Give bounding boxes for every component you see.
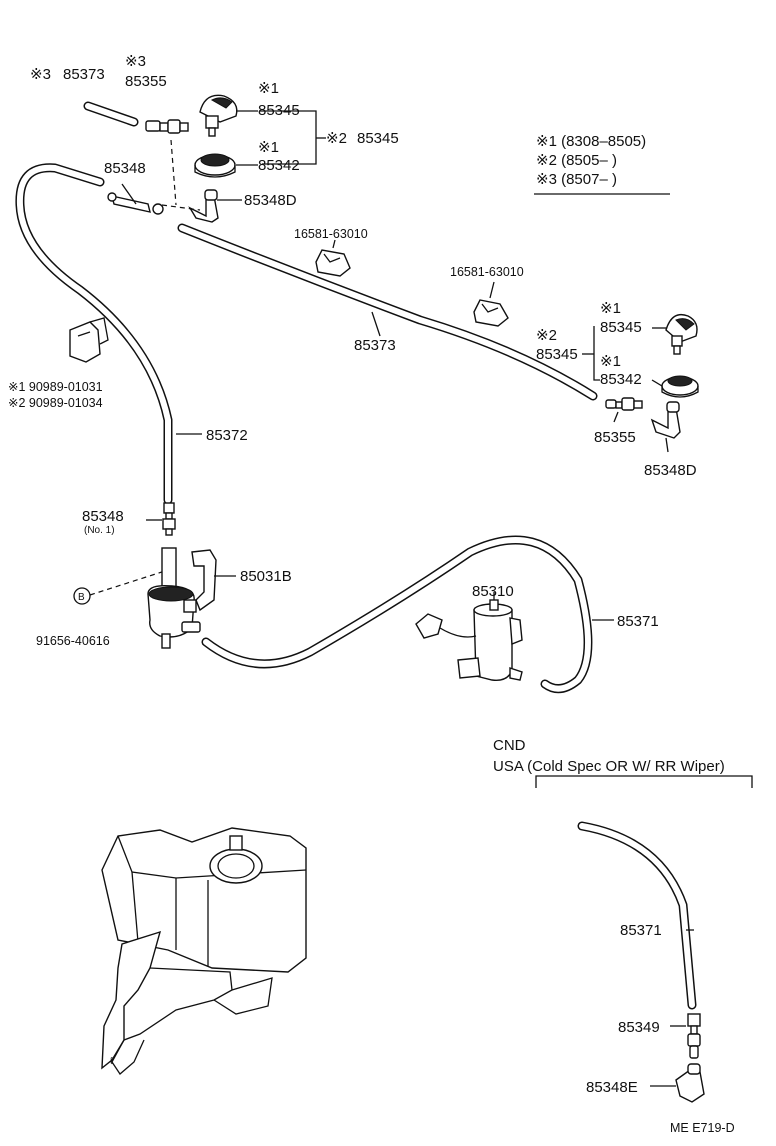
label-85373-top: 85373 xyxy=(63,66,105,83)
note3-connector: ※3 xyxy=(125,53,146,70)
legend-note-1: ※1 (8308–8505) xyxy=(536,133,646,150)
joint-85349 xyxy=(687,1013,701,1059)
elbow-85348d-right xyxy=(650,401,681,439)
note1-nozzle-right: ※1 xyxy=(600,300,621,317)
legend-note-3: ※3 (8507– ) xyxy=(536,171,617,188)
label-85348d-top: 85348D xyxy=(244,192,297,209)
label-85348-lower: 85348 xyxy=(82,508,124,525)
label-85372: 85372 xyxy=(206,427,248,444)
note3-hose: ※3 xyxy=(30,66,51,83)
hose-85372 xyxy=(15,163,173,505)
note2-group-right: ※2 xyxy=(536,327,557,344)
hose-85373-short xyxy=(83,101,139,127)
connector-85355-top xyxy=(145,119,189,134)
nozzle-85342-right xyxy=(661,375,699,398)
hose-85371 xyxy=(201,535,593,694)
label-85342-top: 85342 xyxy=(258,157,300,174)
note1-cap-right: ※1 xyxy=(600,353,621,370)
clamp-16581-63010-1 xyxy=(315,249,351,277)
label-bolt-b: B xyxy=(78,592,85,603)
label-85348-lower-note: (No. 1) xyxy=(84,525,115,536)
label-85345-top: 85345 xyxy=(258,102,300,119)
joint-85348-top xyxy=(107,192,164,215)
svg-text:ℓ: ℓ xyxy=(110,1056,114,1067)
hose-85371-variant xyxy=(577,821,697,1010)
label-85371: 85371 xyxy=(617,613,659,630)
washer-tank: ℓ xyxy=(101,827,307,1075)
nozzle-85345-right xyxy=(665,313,698,355)
label-85348d-right: 85348D xyxy=(644,462,697,479)
check-valve-85031b xyxy=(147,547,217,649)
label-85310: 85310 xyxy=(472,583,514,600)
label-85373-main: 85373 xyxy=(354,337,396,354)
label-bracket-2: ※2 90989-01034 xyxy=(8,396,103,410)
label-85345-group-top: 85345 xyxy=(357,130,399,147)
wire-bracket-90989 xyxy=(69,317,109,363)
note1-nozzle-top: ※1 xyxy=(258,80,279,97)
nozzle-85342-top xyxy=(194,153,236,178)
label-85355-right: 85355 xyxy=(594,429,636,446)
label-85371-variant: 85371 xyxy=(620,922,662,939)
note2-group-top: ※2 xyxy=(326,130,347,147)
label-91656-40616: 91656-40616 xyxy=(36,634,110,648)
label-clamp-2: 16581-63010 xyxy=(450,265,524,279)
connector-85355-right xyxy=(605,397,643,411)
variant-title-2: USA (Cold Spec OR W/ RR Wiper) xyxy=(493,758,725,775)
variant-title-1: CND xyxy=(493,737,526,754)
joint-85348-no1 xyxy=(162,502,176,536)
clamp-16581-63010-2 xyxy=(473,299,509,327)
nozzle-85345-top xyxy=(199,94,238,137)
note1-cap-top: ※1 xyxy=(258,139,279,156)
label-85348e: 85348E xyxy=(586,1079,638,1096)
label-85031b: 85031B xyxy=(240,568,292,585)
label-85349: 85349 xyxy=(618,1019,660,1036)
legend-note-2: ※2 (8505– ) xyxy=(536,152,617,169)
diagram-code: ME E719-D xyxy=(670,1121,735,1135)
label-85345-group-right: 85345 xyxy=(536,346,578,363)
label-bracket-1: ※1 90989-01031 xyxy=(8,380,103,394)
washer-pump-85310 xyxy=(415,599,523,681)
legend: ※1 (8308–8505) ※2 (8505– ) ※3 (8507– ) xyxy=(536,133,646,188)
elbow-85348d-top xyxy=(188,189,219,223)
label-clamp-1: 16581-63010 xyxy=(294,227,368,241)
bolt-b-callout xyxy=(73,587,91,605)
label-85355-top: 85355 xyxy=(125,73,167,90)
elbow-85348e xyxy=(675,1063,705,1103)
label-85342-right: 85342 xyxy=(600,371,642,388)
label-85348-top: 85348 xyxy=(104,160,146,177)
hose-85373 xyxy=(177,223,598,401)
label-85345-right: 85345 xyxy=(600,319,642,336)
